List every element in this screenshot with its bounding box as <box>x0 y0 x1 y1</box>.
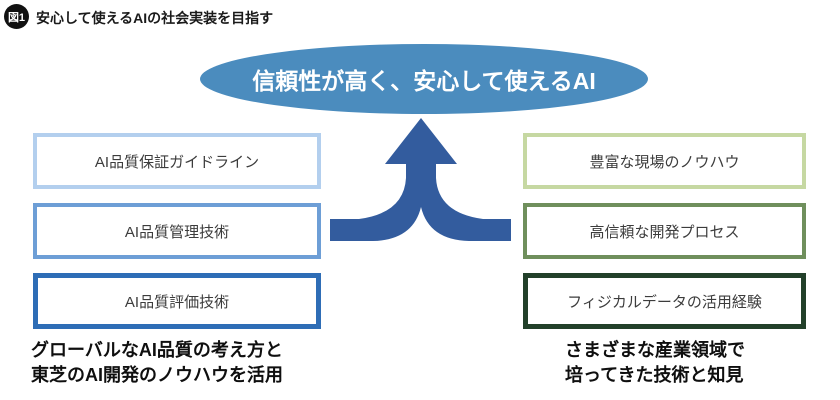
box-ai-quality-management-tech: AI品質管理技術 <box>33 203 321 259</box>
box-ai-quality-assurance-guideline: AI品質保証ガイドライン <box>33 133 321 189</box>
box-ai-quality-evaluation-tech: AI品質評価技術 <box>33 273 321 329</box>
merge-arrow-icon <box>330 118 511 241</box>
figure-title: 安心して使えるAIの社会実装を目指す <box>36 10 274 26</box>
right-caption-line1: さまざまな産業領域で <box>565 340 745 360</box>
right-caption-line2: 培ってきた技術と知見 <box>565 365 744 385</box>
box-field-knowhow: 豊富な現場のノウハウ <box>523 133 806 189</box>
merge-arrow-shape <box>330 118 511 241</box>
figure-number-badge: 図1 <box>4 4 29 29</box>
left-caption-line2: 東芝のAI開発のノウハウを活用 <box>31 365 283 385</box>
left-column-caption: グローバルなAI品質の考え方と 東芝のAI開発のノウハウを活用 <box>31 338 283 388</box>
left-caption-line1: グローバルなAI品質の考え方と <box>31 340 283 360</box>
goal-ellipse: 信頼性が高く、安心して使えるAI <box>200 44 648 114</box>
right-column-caption: さまざまな産業領域で 培ってきた技術と知見 <box>565 338 745 388</box>
box-physical-data-experience: フィジカルデータの活用経験 <box>523 273 806 329</box>
box-reliable-dev-process: 高信頼な開発プロセス <box>523 203 806 259</box>
